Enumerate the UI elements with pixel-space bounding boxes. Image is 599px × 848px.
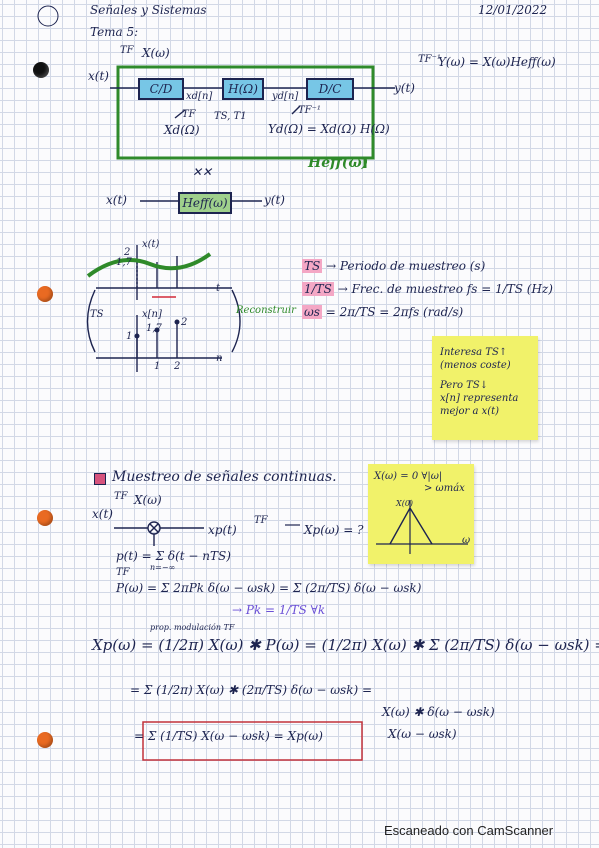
tick-1: 1 [154,361,161,372]
binder-hole [37,510,53,526]
xp-t-label: xp(t) [208,523,237,537]
dc-converter-block: D/C [306,78,354,100]
sticky1-line4: x[n] representa [440,393,519,404]
fs-text: → Frec. de muestreo fs = 1/TS (Hz) [337,282,553,296]
input-signal-label: x(t) [88,69,109,83]
xp-equation-2: = Σ (1/2π) X(ω) ✱ (2π/TS) δ(ω − ωsk) = [130,683,373,697]
binder-hole [37,732,53,748]
xp-equation-1: Xp(ω) = (1/2π) X(ω) ✱ P(ω) = (1/2π) X(ω)… [92,636,599,654]
tf-label-2: TF [114,491,128,502]
dc-label: D/C [318,82,342,96]
x-t-label-2: x(t) [92,507,113,521]
cd-label: C/D [149,82,173,96]
heff-block-label: Heff(ω) [182,196,228,210]
prop-modulation-note: prop. modulación TF [150,623,235,632]
fs-definition: 1/TS → Frec. de muestreo fs = 1/TS (Hz) [302,282,553,296]
sticky1-line1: Interesa TS↑ [440,347,508,358]
xd-label: xd[n] [186,91,213,102]
subject-title: Señales y Sistemas [90,3,207,17]
ws-definition: ωs = 2π/TS = 2πfs (rad/s) [302,305,464,319]
p-omega-equation: P(ω) = Σ 2πPk δ(ω − ωsk) = Σ (2π/TS) δ(ω… [116,581,422,595]
tick-2: 2 [174,361,181,372]
cd-converter-block: C/D [138,78,184,100]
binder-hole [33,62,49,78]
p-t-equation: p(t) = Σ δ(t − nTS) [116,549,231,563]
sticky2-line1: X(ω) = 0 ∀|ω| [374,471,443,482]
side-note-1: X(ω) ✱ δ(ω − ωsk) [382,705,495,719]
xp-question: Xp(ω) = ? [304,523,364,537]
sample-1-value: 1 [126,331,133,342]
yd-label: yd[n] [272,91,299,102]
sticky1-line3: Pero TS↓ [440,380,489,391]
tf-label-4: TF [116,567,130,578]
ts-key: TS [302,259,323,273]
heff-block: Heff(ω) [178,192,232,214]
t-axis-label: t [216,283,221,294]
p-sum-index: n=−∞ [150,563,176,572]
sample-1-7-value: 1,7 [146,323,162,334]
xp-equation-3: = Σ (1/TS) X(ω − ωsk) = Xp(ω) [134,729,323,743]
tf-label-3: TF [254,515,268,526]
pk-equation: → Pk = 1/TS ∀k [232,603,326,617]
value-2: 2 [124,247,131,258]
inverse-tf-label: TF⁻¹ [418,54,441,65]
h-filter-block: H(Ω) [222,78,264,100]
topic-title: Tema 5: [90,25,139,39]
side-note-2: X(ω − ωsk) [388,727,457,741]
equivalent-mark: ✕✕ [192,165,213,179]
tf-label: TF [120,45,134,56]
input-signal-2-label: x(t) [106,193,127,207]
fs-key: 1/TS [302,282,334,296]
ws-text: = 2π/TS = 2πfs (rad/s) [325,305,464,319]
yd-equation: Yd(Ω) = Xd(Ω) H(Ω) [268,122,390,136]
sticky1-line5: mejor a x(t) [440,406,500,417]
ts-text: → Periodo de muestreo (s) [326,259,486,273]
sample-2-value: 2 [181,317,188,328]
section-bullet [94,473,106,485]
ts-definition: TS → Periodo de muestreo (s) [302,259,486,273]
n-axis-label: n [216,353,223,364]
output-signal-2-label: y(t) [264,193,285,207]
scanner-watermark: Escaneado con CamScanner [384,823,554,838]
tf-inverse-small-label: TF⁻¹ [298,105,321,116]
h-label: H(Ω) [228,82,258,96]
output-equation: Y(ω) = X(ω)Heff(ω) [438,55,556,69]
sticky-note-2: X(ω) = 0 ∀|ω| > ωmáx X(0) ω [368,464,474,564]
spectrum-triangle [376,500,468,554]
ws-key: ωs [302,305,322,319]
sticky2-x0-label: X(0) [396,499,414,508]
ts-period-label: TS [90,309,104,320]
sticky2-line2: > ωmáx [424,483,465,494]
binder-hole [37,286,53,302]
value-1-7: 1,7 [116,257,132,268]
tf-small-label: TF [182,109,196,120]
sticky-note-1: Interesa TS↑ (menos coste) Pero TS↓ x[n]… [432,336,538,440]
heff-label: Heff(ω) [308,155,369,171]
xd-omega-label: Xd(Ω) [164,123,200,137]
reconstruir-label: Reconstruir [236,305,296,316]
x-omega-label: X(ω) [142,46,170,60]
section-title: Muestreo de señales continuas. [112,469,337,485]
date: 12/01/2022 [478,3,548,17]
xn-axis-label: x[n] [142,309,162,320]
sticky2-w-label: ω [462,535,471,546]
sticky1-line2: (menos coste) [440,360,511,371]
xt-axis-label: x(t) [142,239,160,250]
output-signal-label: y(t) [394,81,415,95]
ts-label: TS, T1 [214,111,247,122]
x-omega-label-2: X(ω) [134,493,162,507]
